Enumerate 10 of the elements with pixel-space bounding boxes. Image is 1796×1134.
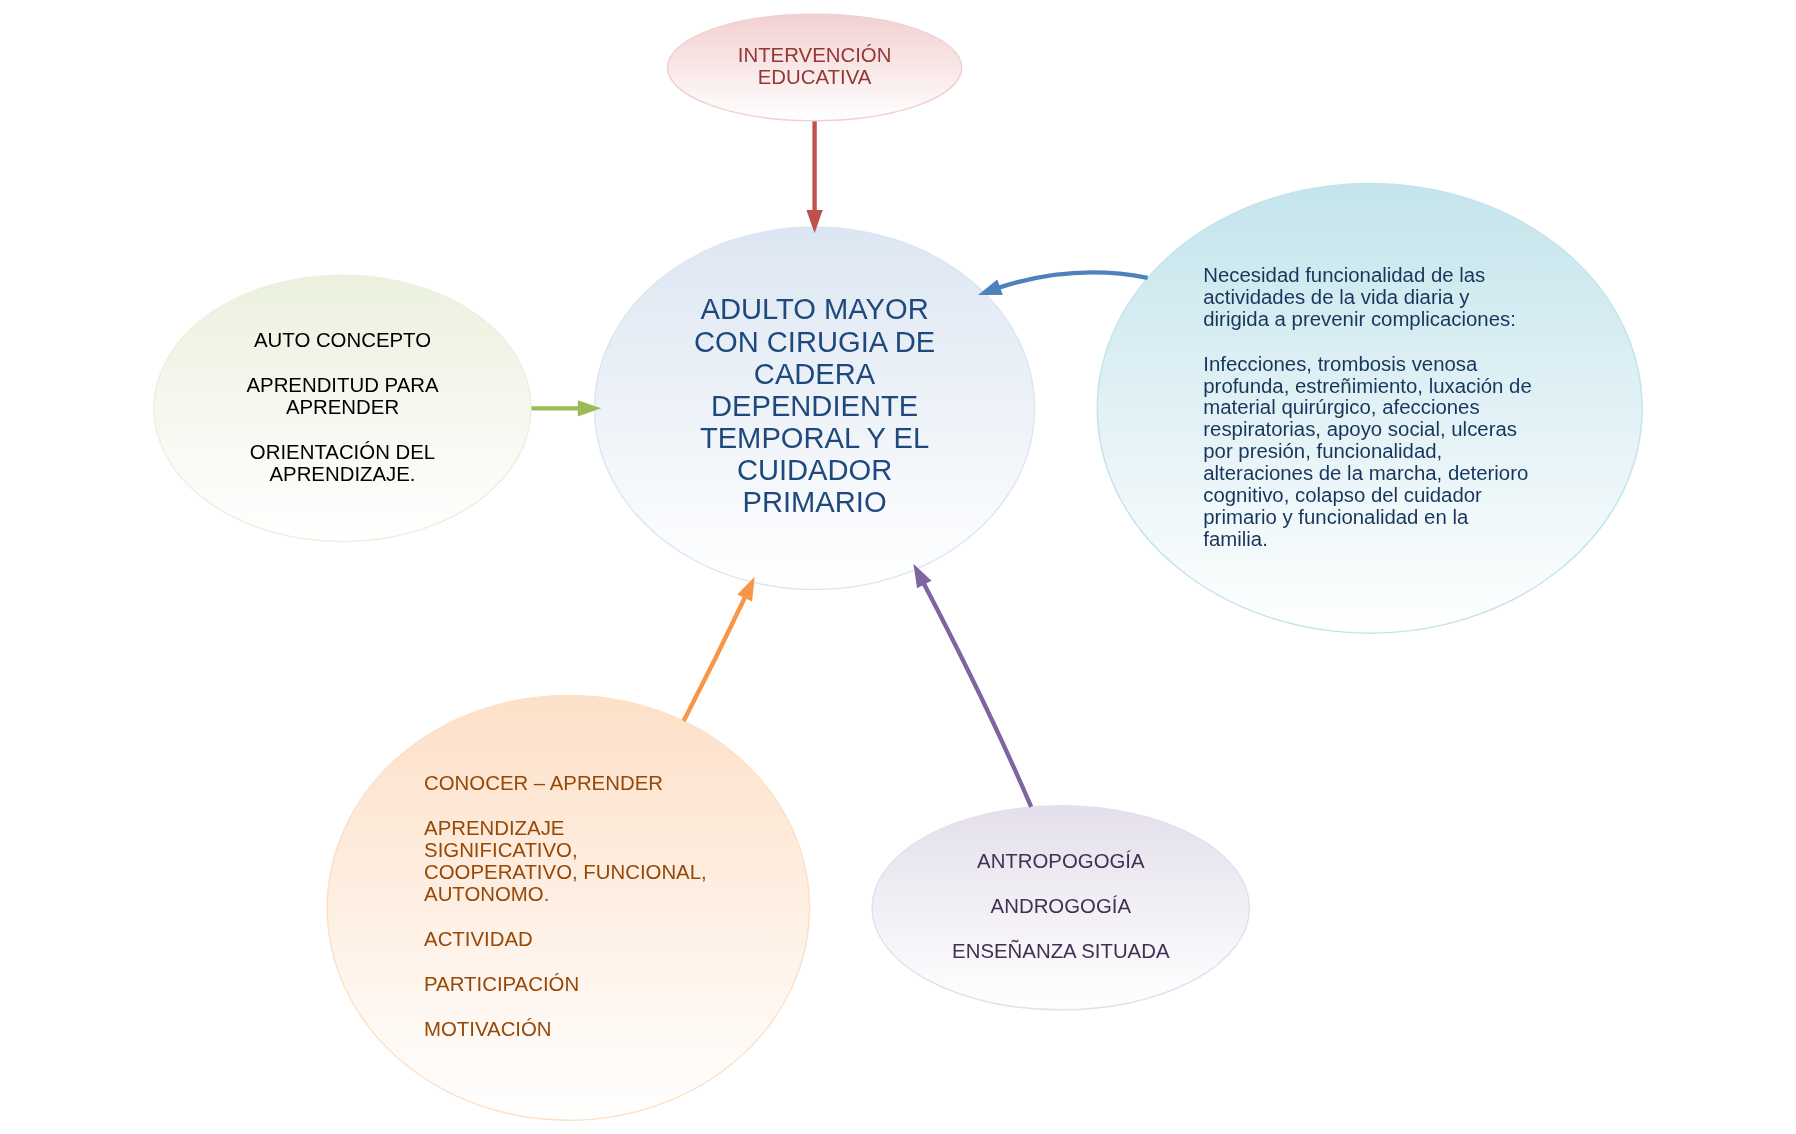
arrow bbox=[681, 576, 755, 722]
arrow bbox=[978, 270, 1148, 296]
arrow bbox=[913, 563, 1034, 808]
node-ellipse: Necesidad funcionalidad de las actividades de la vida diaria y dirigida a prevenir complicaciones: Infecciones, trombosis venosa profunda, estreñimiento, luxación de material quirúrgico, afecciones respiratorias, apoyo social, ulceras por presión, funcionalidad, alteraciones de la marcha, deterioro cognitivo, colapso del cuidador primario y funcionalidad en la familia. bbox=[1096, 182, 1643, 634]
node-ellipse: CONOCER – APRENDER APRENDIZAJE SIGNIFICATIVO, COOPERATIVO, FUNCIONAL, AUTONOMO. ACTIVIDAD PARTICIPACIÓN MOTIVACIÓN bbox=[326, 694, 811, 1122]
arrow bbox=[806, 121, 823, 234]
node-ellipse: INTERVENCIÓN EDUCATIVA bbox=[666, 13, 963, 122]
node-ellipse: AUTO CONCEPTO APRENDITUD PARA APRENDER ORIENTACIÓN DEL APRENDIZAJE. bbox=[153, 274, 532, 543]
arrow bbox=[531, 400, 602, 417]
node-ellipse: ANTROPOGOGÍA ANDROGOGÍA ENSEÑANZA SITUADA bbox=[871, 805, 1251, 1011]
